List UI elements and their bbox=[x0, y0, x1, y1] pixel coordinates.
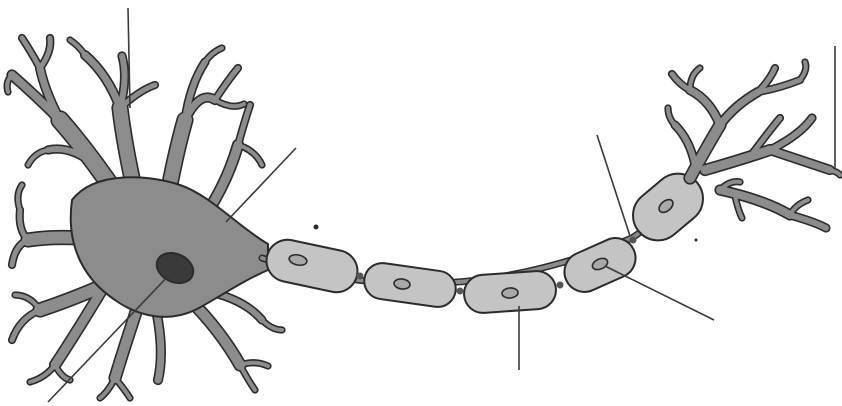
axon-terminal-branch-fill bbox=[770, 150, 830, 170]
node-of-ranvier bbox=[630, 237, 637, 244]
leader-line-node-of-ranvier bbox=[597, 135, 630, 236]
axon-terminal-branch-fill bbox=[705, 150, 770, 170]
schwann-cell-nucleus bbox=[502, 287, 519, 298]
leader-line-schwann-nucleus bbox=[605, 266, 714, 320]
dendrite-branch-fill bbox=[15, 295, 40, 310]
node-of-ranvier bbox=[457, 288, 464, 295]
leader-line-dendrites bbox=[128, 8, 130, 108]
dendrite-branch-fill bbox=[22, 38, 40, 68]
node-of-ranvier bbox=[557, 282, 564, 289]
axon-terminal-branch-fill bbox=[720, 92, 758, 125]
myelin-sheath bbox=[263, 163, 714, 314]
myelin-segment bbox=[263, 236, 362, 296]
dendrite-branch-fill bbox=[215, 68, 238, 100]
speck bbox=[314, 225, 319, 230]
dendrite-branch-fill bbox=[240, 365, 255, 390]
dendrite-branch-fill bbox=[115, 378, 130, 398]
speck bbox=[695, 239, 698, 242]
node-of-ranvier bbox=[357, 273, 364, 280]
